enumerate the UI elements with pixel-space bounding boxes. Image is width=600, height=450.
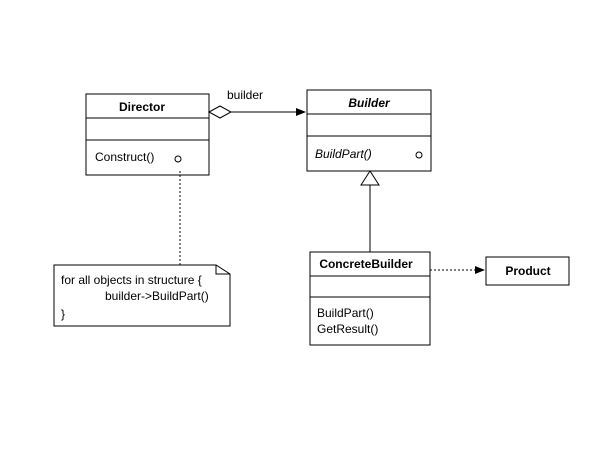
concrete-builder-getresult-operation: GetResult() [317, 322, 378, 336]
concrete-builder-class[interactable]: ConcreteBuilder BuildPart() GetResult() [309, 251, 431, 346]
concrete-builder-class-name: ConcreteBuilder [319, 257, 413, 271]
operation-marker-icon [415, 151, 423, 159]
inheritance-relation [360, 170, 380, 252]
product-class[interactable]: Product [485, 256, 570, 286]
builder-class-name: Builder [348, 96, 391, 110]
note-line-1: for all objects in structure { [61, 273, 202, 287]
product-class-name: Product [505, 264, 550, 278]
note-shape [53, 264, 231, 327]
concrete-builder-buildpart-operation: BuildPart() [317, 306, 374, 320]
director-construct-operation: Construct() [95, 150, 154, 164]
note-line-2: builder->BuildPart() [105, 289, 209, 303]
inheritance-triangle-icon [360, 170, 380, 186]
aggregation-diamond-icon [207, 105, 233, 119]
association-label: builder [227, 88, 263, 102]
note-folded-corner-icon [215, 265, 230, 275]
note-anchor-icon [174, 155, 182, 163]
builder-class[interactable]: Builder BuildPart() [306, 89, 432, 172]
code-note: for all objects in structure { builder->… [53, 264, 231, 327]
director-class[interactable]: Director Construct() [85, 93, 210, 176]
aggregation-association: builder [207, 88, 306, 119]
director-class-name: Director [119, 100, 165, 114]
note-line-3: } [61, 307, 65, 321]
builder-buildpart-operation: BuildPart() [315, 147, 372, 161]
